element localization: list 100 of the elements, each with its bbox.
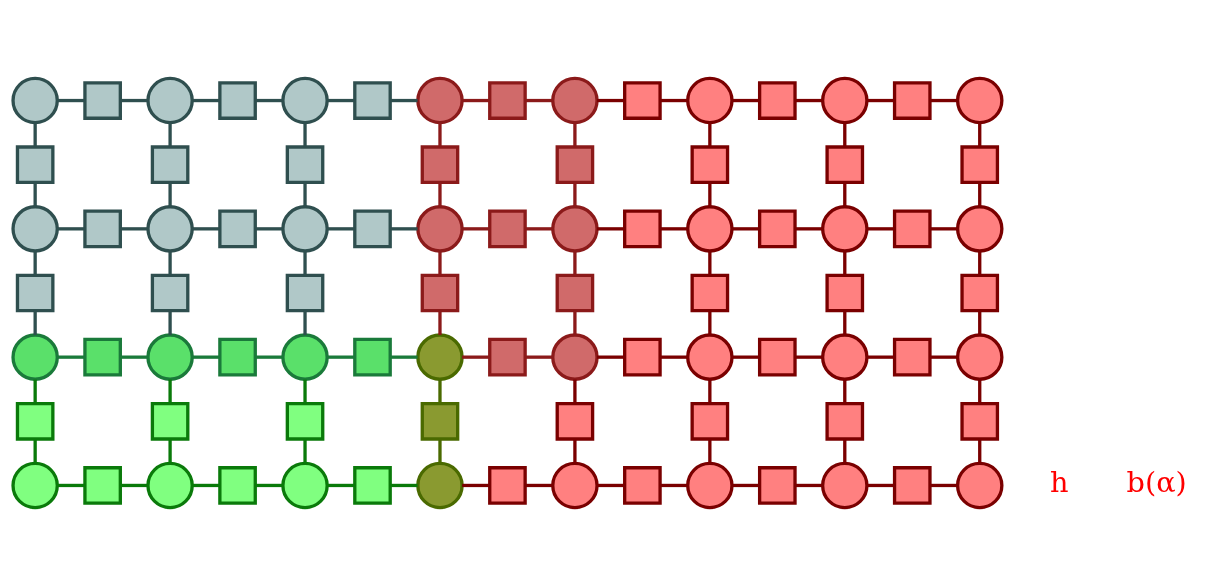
connector: [168, 251, 172, 276]
node-box: [353, 337, 392, 377]
connector: [843, 379, 847, 404]
connector: [168, 122, 172, 147]
node-circle: [146, 461, 194, 510]
node-circle: [146, 76, 194, 125]
node-circle: [821, 461, 869, 510]
connector: [462, 355, 490, 359]
node-circle: [281, 205, 329, 253]
connector: [795, 227, 823, 231]
node-box: [892, 209, 932, 249]
connector: [57, 355, 85, 359]
connector: [573, 379, 577, 404]
connector: [660, 483, 688, 488]
connector: [708, 182, 712, 207]
connector: [866, 355, 895, 359]
connector: [525, 355, 553, 359]
node-box: [488, 81, 527, 120]
node-circle: [821, 333, 869, 381]
node-circle: [686, 76, 734, 125]
connector: [708, 439, 712, 464]
node-box: [420, 273, 460, 313]
connector: [168, 310, 172, 335]
node-circle: [416, 461, 464, 510]
connector: [303, 439, 307, 464]
connector: [978, 310, 982, 335]
connector: [843, 310, 847, 335]
connector: [168, 439, 172, 464]
node-circle: [146, 205, 194, 253]
connector: [192, 483, 220, 488]
node-box: [488, 337, 527, 377]
connector: [573, 251, 577, 276]
label: b(α): [1126, 465, 1187, 500]
connector: [33, 122, 37, 147]
node-box: [555, 401, 595, 441]
connector: [795, 483, 823, 488]
node-circle: [281, 76, 329, 125]
node-box: [488, 209, 527, 249]
connector: [708, 122, 712, 147]
node-box: [420, 145, 460, 185]
node-box: [15, 273, 55, 313]
connector: [597, 355, 625, 359]
connector: [390, 483, 418, 488]
connector: [327, 483, 355, 488]
connector: [732, 355, 760, 359]
connector: [57, 483, 85, 488]
node-box: [623, 337, 662, 377]
connector: [255, 355, 283, 359]
node-box: [892, 81, 932, 120]
node-box: [825, 273, 865, 313]
node-box: [623, 466, 662, 505]
connector: [732, 483, 760, 488]
connector: [930, 227, 958, 231]
connector: [438, 251, 442, 276]
node-circle: [821, 205, 869, 253]
connector: [708, 379, 712, 404]
connector: [438, 310, 442, 335]
connector: [33, 251, 37, 276]
connector: [255, 483, 283, 488]
node-circle: [416, 205, 464, 253]
node-circle: [955, 333, 1004, 381]
node-box: [420, 401, 460, 441]
connector: [120, 355, 148, 359]
connector: [978, 251, 982, 276]
node-box: [555, 273, 595, 313]
node-circle: [686, 461, 734, 510]
node-box: [623, 81, 662, 120]
node-box: [690, 145, 730, 185]
node-circle: [955, 205, 1004, 253]
node-box: [488, 466, 527, 505]
node-box: [757, 81, 797, 120]
connector: [930, 483, 958, 488]
connector: [462, 98, 490, 103]
connector: [866, 483, 895, 488]
node-circle: [146, 333, 194, 381]
connector: [843, 439, 847, 464]
node-box: [825, 145, 865, 185]
connector: [192, 227, 220, 231]
node-box: [353, 81, 392, 120]
connector: [57, 227, 85, 231]
label: h: [1050, 465, 1069, 500]
connector: [303, 122, 307, 147]
connector: [390, 98, 418, 103]
connector: [573, 122, 577, 147]
node-circle: [551, 205, 599, 253]
node-circle: [11, 205, 59, 253]
connector: [843, 251, 847, 276]
connector: [33, 182, 37, 207]
connector: [732, 227, 760, 231]
connector: [33, 379, 37, 404]
connector: [795, 98, 823, 103]
connector: [660, 355, 688, 359]
connector: [462, 227, 490, 231]
node-circle: [281, 333, 329, 381]
connector: [978, 439, 982, 464]
node-box: [83, 337, 122, 377]
connector: [930, 98, 958, 103]
connector: [525, 227, 553, 231]
connector: [573, 310, 577, 335]
node-box: [757, 466, 797, 505]
